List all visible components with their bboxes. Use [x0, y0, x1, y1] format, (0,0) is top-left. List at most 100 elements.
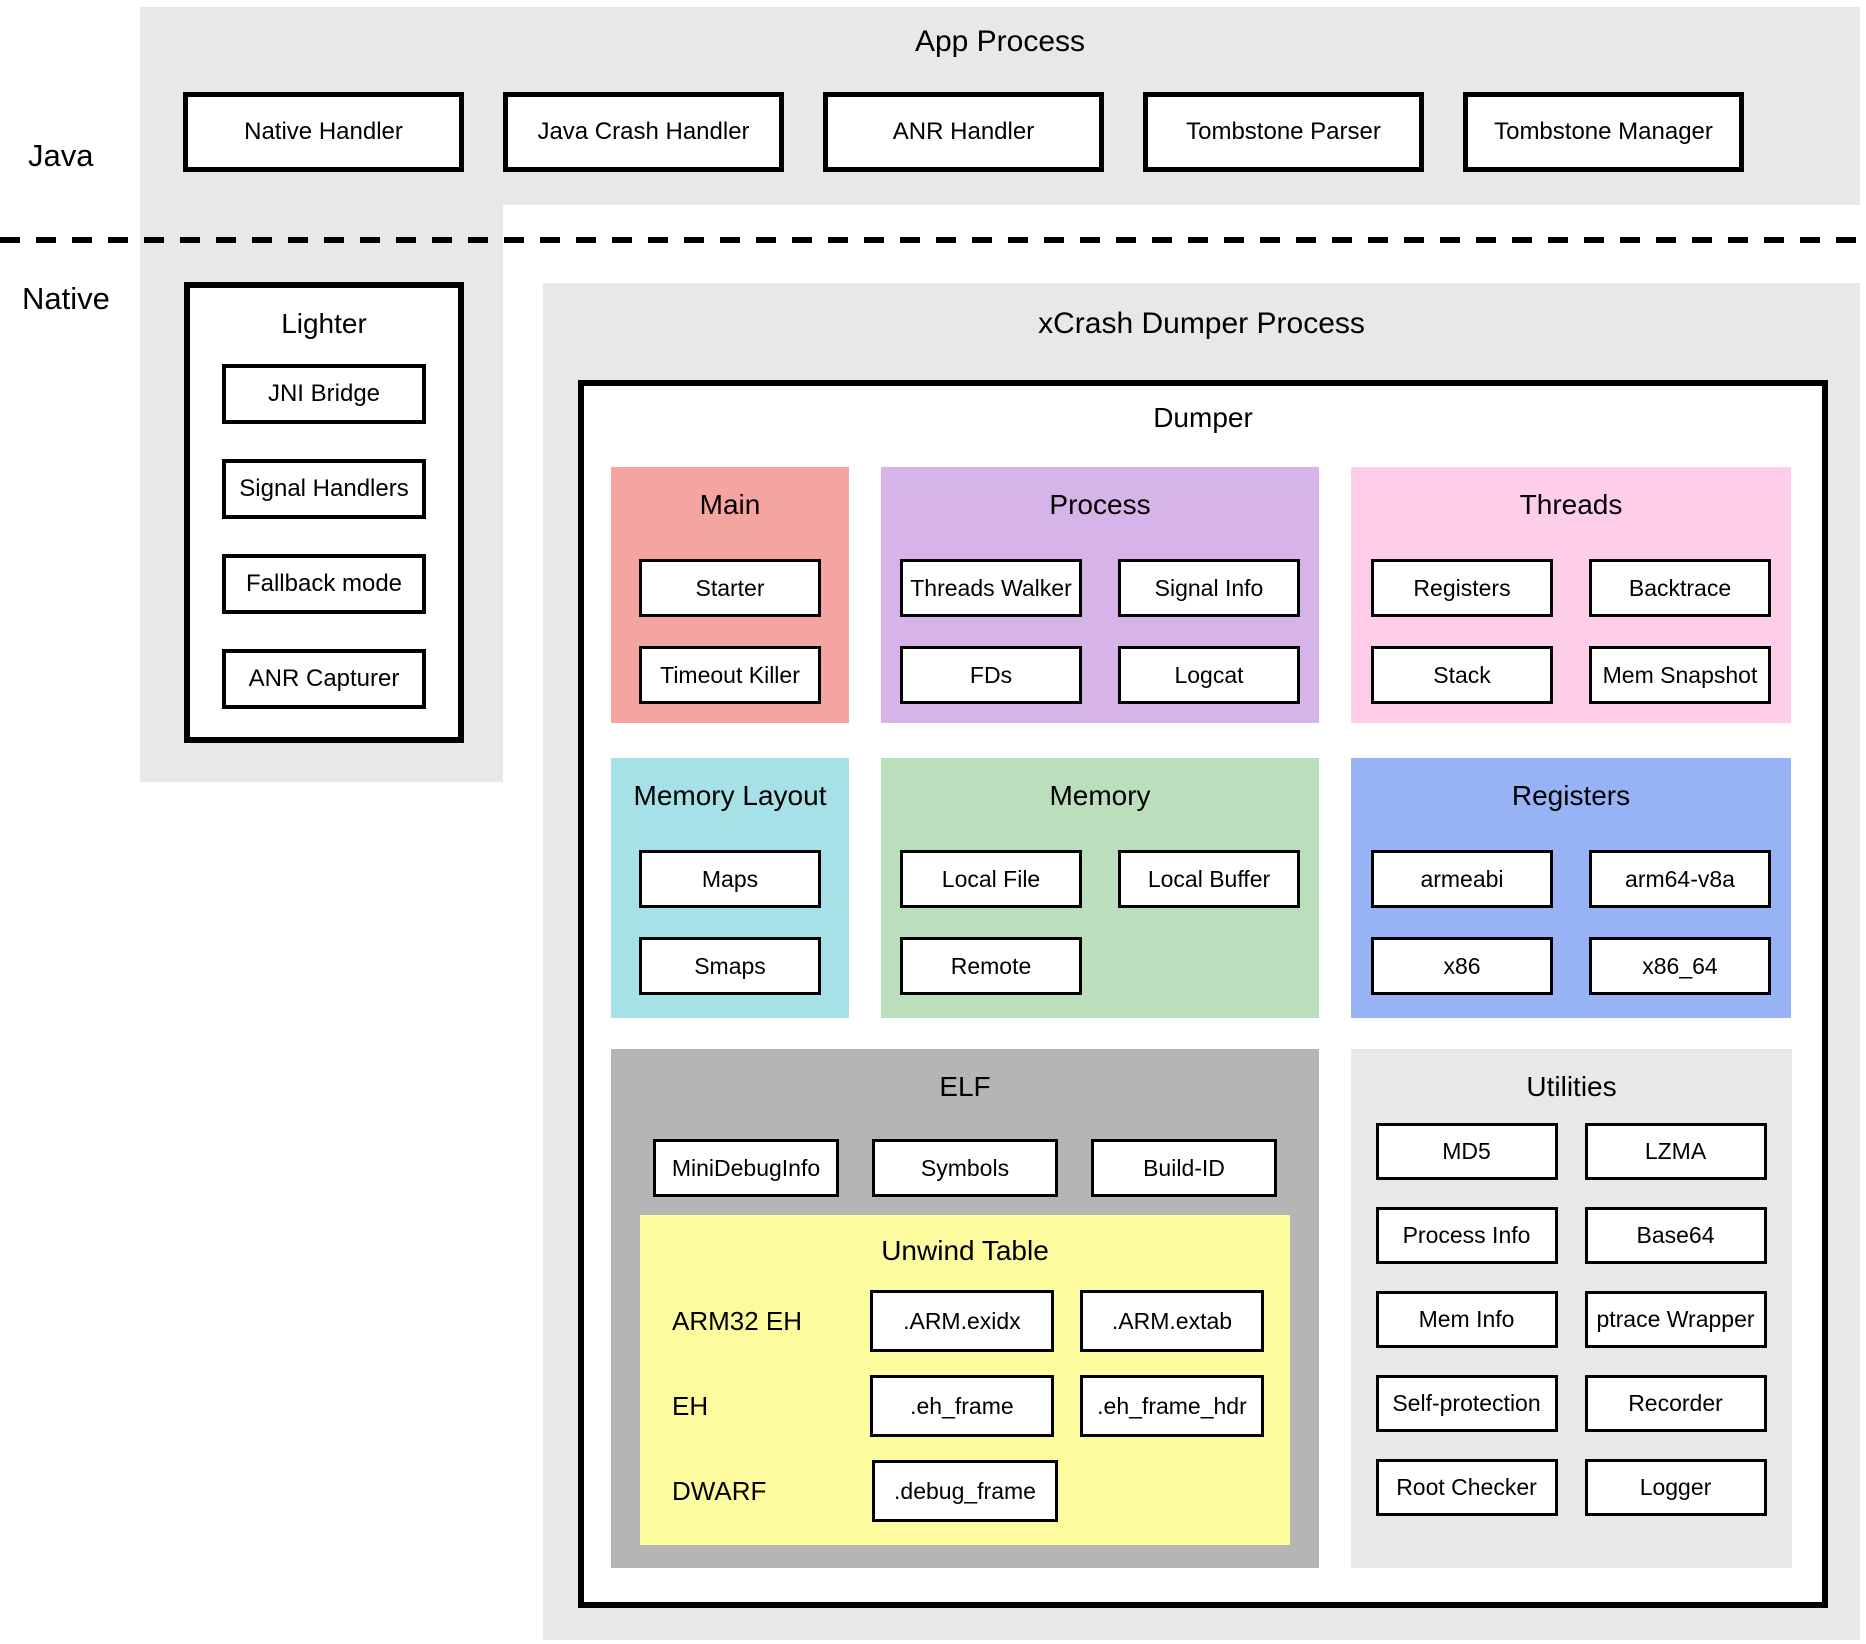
box-threads-walker: Threads Walker	[900, 559, 1082, 617]
box-logger-label: Logger	[1639, 1474, 1712, 1500]
unwind-label-arm32-eh: ARM32 EH	[672, 1305, 803, 1336]
java-label: Java	[28, 138, 94, 173]
lighter-title: Lighter	[281, 308, 367, 339]
unwind-row-arm32-eh: ARM32 EH .ARM.exidx .ARM.extab	[640, 1290, 1290, 1352]
box-remote: Remote	[900, 937, 1082, 995]
box-build-id-label: Build-ID	[1143, 1154, 1225, 1181]
unwind-label-dwarf: DWARF	[672, 1475, 767, 1506]
box-signal-handlers-label: Signal Handlers	[239, 475, 409, 502]
box-mem-snapshot-label: Mem Snapshot	[1602, 661, 1758, 688]
box-tombstone-manager-label: Tombstone Manager	[1494, 118, 1713, 145]
box-signal-handlers: Signal Handlers	[222, 459, 426, 519]
box-symbols: Symbols	[872, 1139, 1058, 1197]
box-logcat: Logcat	[1118, 646, 1300, 704]
box-tombstone-parser-label: Tombstone Parser	[1186, 118, 1381, 145]
box-armeabi-label: armeabi	[1420, 865, 1504, 892]
box-smaps: Smaps	[639, 937, 821, 995]
box-process-info-label: Process Info	[1402, 1222, 1531, 1248]
box-maps: Maps	[639, 850, 821, 908]
box-timeout-killer-label: Timeout Killer	[660, 661, 800, 688]
unwind-table-panel: Unwind Table ARM32 EH .ARM.exidx .ARM.ex…	[640, 1215, 1290, 1545]
panel-memory-layout: Memory Layout Maps Smaps	[611, 758, 849, 1018]
lighter-items: JNI Bridge Signal Handlers Fallback mode…	[190, 364, 458, 709]
box-md5-label: MD5	[1442, 1138, 1491, 1164]
box-maps-label: Maps	[701, 865, 759, 892]
box-registers-label: Registers	[1413, 574, 1511, 601]
box-x86-64-label: x86_64	[1642, 952, 1718, 979]
panel-utilities-items: MD5 LZMA Process Info Base64 Mem Info pt…	[1351, 1123, 1792, 1516]
panel-process-items: Threads Walker Signal Info FDs Logcat	[881, 559, 1319, 704]
box-backtrace: Backtrace	[1589, 559, 1771, 617]
box-mem-info: Mem Info	[1375, 1291, 1558, 1348]
dumper-box: Dumper Main Starter Timeout Killer Proce…	[578, 380, 1828, 1608]
box-self-protection: Self-protection	[1375, 1375, 1558, 1432]
box-arm64-v8a: arm64-v8a	[1589, 850, 1771, 908]
box-local-file: Local File	[900, 850, 1082, 908]
box-arm-exidx-label: .ARM.exidx	[903, 1307, 1021, 1334]
box-jni-bridge: JNI Bridge	[222, 364, 426, 424]
box-java-crash-handler: Java Crash Handler	[503, 92, 784, 172]
box-threads-walker-label: Threads Walker	[910, 574, 1072, 601]
panel-utilities: Utilities MD5 LZMA Process Info Base64 M…	[1351, 1049, 1792, 1568]
box-anr-handler-label: ANR Handler	[892, 118, 1035, 145]
box-signal-info-label: Signal Info	[1154, 574, 1264, 601]
box-ptrace-wrapper-label: ptrace Wrapper	[1596, 1306, 1755, 1332]
box-mem-snapshot: Mem Snapshot	[1589, 646, 1771, 704]
box-stack: Stack	[1371, 646, 1553, 704]
box-eh-frame: .eh_frame	[869, 1375, 1054, 1437]
box-local-buffer-label: Local Buffer	[1147, 865, 1271, 892]
panel-process-title: Process	[1049, 489, 1151, 520]
box-local-buffer: Local Buffer	[1118, 850, 1300, 908]
panel-memory: Memory Local File Local Buffer Remote	[881, 758, 1319, 1018]
box-starter: Starter	[639, 559, 821, 617]
panel-utilities-title: Utilities	[1526, 1071, 1617, 1102]
box-self-protection-label: Self-protection	[1392, 1390, 1541, 1416]
box-ptrace-wrapper: ptrace Wrapper	[1584, 1291, 1767, 1348]
panel-memory-layout-items: Maps Smaps	[611, 850, 849, 995]
box-signal-info: Signal Info	[1118, 559, 1300, 617]
panel-memory-layout-title: Memory Layout	[633, 780, 827, 811]
box-x86: x86	[1371, 937, 1553, 995]
box-root-checker: Root Checker	[1375, 1459, 1558, 1516]
box-lzma-label: LZMA	[1644, 1138, 1707, 1164]
box-base64: Base64	[1584, 1207, 1767, 1264]
box-backtrace-label: Backtrace	[1628, 574, 1732, 601]
box-anr-handler: ANR Handler	[823, 92, 1104, 172]
box-timeout-killer: Timeout Killer	[639, 646, 821, 704]
box-arm-extab: .ARM.extab	[1079, 1290, 1265, 1352]
box-x86-label: x86	[1443, 952, 1481, 979]
box-registers: Registers	[1371, 559, 1553, 617]
box-debug-frame: .debug_frame	[872, 1460, 1058, 1522]
box-smaps-label: Smaps	[694, 952, 766, 979]
box-anr-capturer-label: ANR Capturer	[248, 665, 400, 692]
box-recorder-label: Recorder	[1628, 1390, 1723, 1416]
box-native-handler: Native Handler	[183, 92, 464, 172]
box-minidebuginfo-label: MiniDebugInfo	[671, 1154, 821, 1181]
xcrash-dumper-title: xCrash Dumper Process	[1038, 307, 1365, 340]
box-armeabi: armeabi	[1371, 850, 1553, 908]
box-root-checker-label: Root Checker	[1396, 1474, 1537, 1500]
box-tombstone-manager: Tombstone Manager	[1463, 92, 1744, 172]
box-fallback-mode: Fallback mode	[222, 554, 426, 614]
unwind-label-eh: EH	[672, 1390, 709, 1421]
box-java-crash-handler-label: Java Crash Handler	[537, 118, 750, 145]
box-anr-capturer: ANR Capturer	[222, 649, 426, 709]
panel-threads: Threads Registers Backtrace Stack Mem Sn…	[1351, 467, 1791, 723]
box-eh-frame-hdr-label: .eh_frame_hdr	[1097, 1392, 1247, 1419]
panel-main-title: Main	[699, 489, 761, 520]
box-fds-label: FDs	[969, 661, 1013, 688]
box-mem-info-label: Mem Info	[1418, 1306, 1515, 1332]
panel-memory-items: Local File Local Buffer Remote	[881, 850, 1319, 995]
box-starter-label: Starter	[695, 574, 765, 601]
box-stack-label: Stack	[1433, 661, 1491, 688]
box-native-handler-label: Native Handler	[244, 118, 403, 145]
app-process-region: App Process Native Handler Java Crash Ha…	[140, 7, 1860, 205]
panel-process: Process Threads Walker Signal Info FDs L…	[881, 467, 1319, 723]
box-fallback-mode-label: Fallback mode	[245, 570, 403, 597]
panel-elf: ELF MiniDebugInfo Symbols Build-ID Unwin…	[611, 1049, 1319, 1568]
box-arm64-v8a-label: arm64-v8a	[1625, 865, 1735, 892]
box-local-file-label: Local File	[941, 865, 1041, 892]
panel-main-items: Starter Timeout Killer	[611, 559, 849, 704]
panel-registers: Registers armeabi arm64-v8a x86 x86_64	[1351, 758, 1791, 1018]
